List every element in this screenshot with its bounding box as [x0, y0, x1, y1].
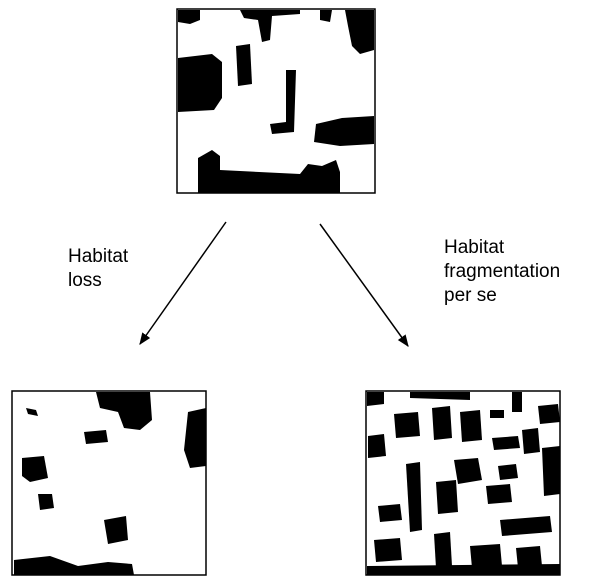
fragmentation-label-line-1: Habitat: [444, 237, 505, 258]
fragmentation-label: Habitat fragmentation per se: [444, 236, 560, 308]
habitat-patch: [410, 392, 470, 400]
habitat-patch: [432, 406, 452, 440]
habitat-patch: [486, 484, 512, 504]
habitat-patch: [406, 462, 422, 532]
habitat-patch: [320, 10, 332, 22]
habitat-patch: [460, 410, 482, 442]
habitat-patch: [240, 10, 300, 42]
arrow-to-habitat-loss: [139, 221, 227, 345]
habitat-patches: [367, 392, 560, 575]
habitat-patch: [14, 556, 134, 575]
habitat-patch: [314, 116, 374, 146]
landscape-frame: [11, 390, 207, 576]
habitat-patch: [454, 458, 482, 484]
habitat-patch: [522, 428, 540, 454]
habitat-patch: [538, 404, 560, 424]
habitat-loss-label: Habitat loss: [68, 245, 128, 293]
habitat-patch: [184, 408, 206, 468]
habitat-patch: [498, 464, 518, 480]
habitat-patches: [14, 392, 206, 575]
habitat-patch: [178, 54, 222, 112]
habitat-patch: [436, 480, 458, 514]
habitat-patch: [516, 546, 542, 568]
habitat-patch: [96, 392, 152, 430]
habitat-patch: [490, 410, 504, 418]
fragmentation-label-line-3: per se: [444, 285, 497, 306]
habitat-patch: [26, 408, 38, 416]
landscape-original: [176, 8, 376, 194]
habitat-patch: [500, 516, 552, 536]
habitat-patch: [84, 430, 108, 444]
habitat-patch: [198, 150, 340, 193]
habitat-patch: [38, 494, 54, 510]
arrow-to-fragmentation: [319, 223, 409, 347]
habitat-patch: [542, 446, 560, 496]
habitat-loss-label-line-2: loss: [68, 270, 102, 291]
habitat-patch: [512, 392, 522, 412]
habitat-patch: [378, 504, 402, 522]
habitat-patch: [367, 564, 560, 575]
habitat-patch: [367, 392, 384, 406]
habitat-patch: [434, 532, 452, 568]
habitat-patch: [345, 10, 374, 54]
habitat-patch: [178, 10, 200, 24]
landscape-fragmentation: [365, 390, 561, 576]
fragmentation-label-line-2: fragmentation: [444, 261, 561, 282]
habitat-patch: [104, 516, 128, 544]
habitat-patch: [394, 412, 420, 438]
habitat-patch: [236, 44, 252, 86]
habitat-patch: [22, 456, 48, 482]
habitat-patch: [270, 70, 296, 134]
habitat-patch: [470, 544, 502, 568]
habitat-loss-label-line-1: Habitat: [68, 246, 129, 267]
habitat-patch: [374, 538, 402, 562]
landscape-habitat-loss: [11, 390, 207, 576]
habitat-patches: [178, 10, 374, 193]
habitat-patch: [492, 436, 520, 450]
habitat-patch: [368, 434, 386, 458]
